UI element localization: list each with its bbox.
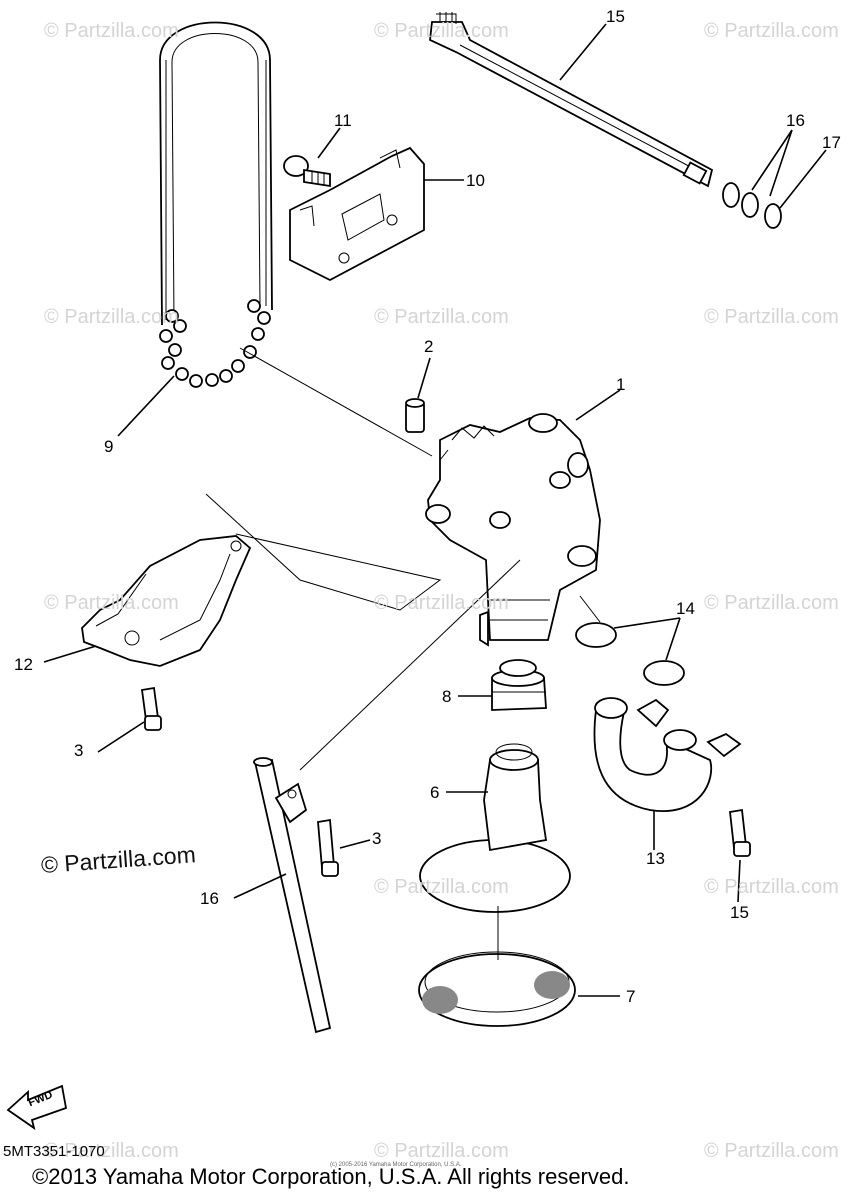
fwd-arrow-icon xyxy=(6,1084,68,1131)
chain-cover-part[interactable] xyxy=(81,535,252,667)
callout-4[interactable]: 6 xyxy=(430,783,440,802)
watermark: © Partzilla.com xyxy=(44,20,179,42)
o-ring-17[interactable] xyxy=(764,203,782,229)
dowel-pin-part[interactable] xyxy=(405,398,425,433)
watermark: © Partzilla.com xyxy=(44,1140,179,1162)
callout-2[interactable]: 2 xyxy=(424,337,434,356)
callout-14[interactable]: 16 xyxy=(200,889,219,908)
callout-3b[interactable]: 3 xyxy=(372,829,382,848)
watermark: © Partzilla.com xyxy=(44,592,179,614)
watermark: © Partzilla.com xyxy=(374,876,509,898)
watermark: © Partzilla.com xyxy=(44,306,179,328)
bolt-13-part[interactable] xyxy=(729,808,751,857)
oil-strainer-part[interactable] xyxy=(419,743,571,913)
oil-pump-assembly-part[interactable] xyxy=(425,413,601,647)
callout-7[interactable]: 9 xyxy=(104,437,114,456)
callout-13[interactable]: 15 xyxy=(730,903,749,922)
chain-guide-part[interactable] xyxy=(289,146,425,282)
screen-part[interactable] xyxy=(418,951,576,1027)
o-ring-16b[interactable] xyxy=(741,192,759,218)
diagram-code: 5MT3351-1070 xyxy=(3,1143,105,1160)
callout-5[interactable]: 7 xyxy=(626,987,636,1006)
callout-16[interactable]: 16 xyxy=(786,111,805,130)
callout-8[interactable]: 10 xyxy=(466,171,485,190)
tiny-notice: (c) 2005-2016 Yamaha Motor Corporation, … xyxy=(330,1162,462,1168)
watermark: © Partzilla.com xyxy=(374,1140,509,1162)
callout-11[interactable]: 13 xyxy=(646,849,665,868)
watermark: © Partzilla.com xyxy=(704,592,839,614)
callout-9[interactable]: 11 xyxy=(334,111,352,130)
copyright-footer: ©2013 Yamaha Motor Corporation, U.S.A. A… xyxy=(32,1164,630,1189)
leader-lines xyxy=(43,23,827,997)
watermark: © Partzilla.com xyxy=(704,20,839,42)
oil-seal-part[interactable] xyxy=(491,659,547,711)
oil-pipe-11-part[interactable] xyxy=(593,697,742,812)
callout-6[interactable]: 8 xyxy=(442,687,452,706)
rod-14-part[interactable] xyxy=(253,757,332,1034)
o-ring-12b[interactable] xyxy=(643,660,685,686)
watermark: © Partzilla.com xyxy=(374,306,509,328)
oil-pipe-part[interactable] xyxy=(429,12,714,188)
callout-1[interactable]: 1 xyxy=(616,375,626,394)
assembly-guide-lines xyxy=(205,347,601,960)
watermark: © Partzilla.com xyxy=(704,306,839,328)
o-ring-12a[interactable] xyxy=(575,622,617,648)
watermark: © Partzilla.com xyxy=(704,876,839,898)
callout-10[interactable]: 12 xyxy=(14,655,33,674)
watermark: © Partzilla.com xyxy=(374,20,509,42)
callout-15[interactable]: 15 xyxy=(606,7,625,26)
callout-12[interactable]: 14 xyxy=(676,599,695,618)
bolt-9-part[interactable] xyxy=(283,155,331,188)
o-ring-16a[interactable] xyxy=(722,182,740,208)
oil-pump-drive-chain-part[interactable] xyxy=(159,21,273,388)
watermark: © Partzilla.com xyxy=(704,1140,839,1162)
callout-17[interactable]: 17 xyxy=(822,133,841,152)
bolt-3b-part[interactable] xyxy=(317,818,339,877)
watermark: © Partzilla.com xyxy=(374,592,509,614)
bolt-3a-part[interactable] xyxy=(140,686,162,731)
callout-3a[interactable]: 3 xyxy=(74,741,84,760)
